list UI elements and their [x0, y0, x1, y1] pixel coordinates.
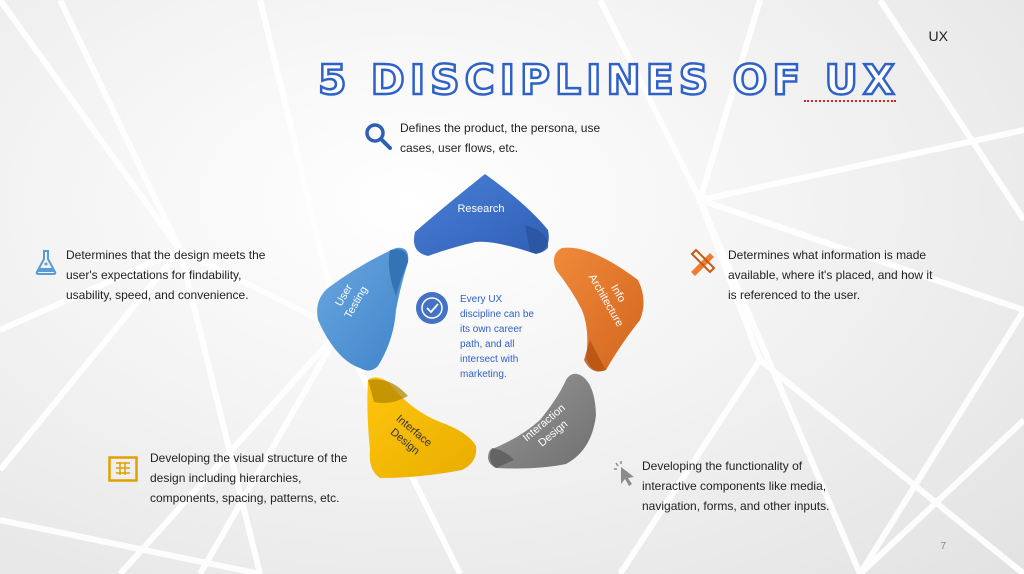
- spellcheck-underline: [803, 98, 896, 102]
- description-info-architecture: Determines what information is made avai…: [728, 248, 933, 302]
- description-interface-design: Developing the visual structure of the d…: [150, 451, 348, 505]
- description-interaction-design: Developing the functionality of interact…: [642, 459, 830, 513]
- topic-label: UX: [928, 28, 948, 44]
- petal-info-architecture: Info Architecture: [554, 247, 644, 372]
- petal-interface-design: Interface Design: [367, 377, 477, 478]
- center-statement: Every UX discipline can be its own caree…: [460, 294, 534, 380]
- check-circle-icon: [416, 292, 448, 324]
- grid-layout-icon: [108, 456, 138, 482]
- description-user-testing: Determines that the design meets the use…: [66, 248, 266, 302]
- petal-user-testing: User Testing: [317, 247, 409, 371]
- pencil-ruler-icon: [690, 248, 716, 276]
- description-research: Defines the product, the persona, use ca…: [400, 121, 601, 155]
- flask-icon: [35, 250, 57, 275]
- petal-label-research: Research: [457, 203, 504, 215]
- petal-interaction-design: Interaction Design: [488, 373, 596, 469]
- page-title: 5 Disciplines of UX: [317, 55, 900, 106]
- disciplines-cycle-diagram: Research Info Architecture Interaction D…: [317, 174, 644, 478]
- cursor-click-icon: [614, 461, 634, 486]
- magnifier-icon: [365, 123, 392, 150]
- petal-research: Research: [413, 174, 549, 256]
- page-number: 7: [940, 541, 946, 552]
